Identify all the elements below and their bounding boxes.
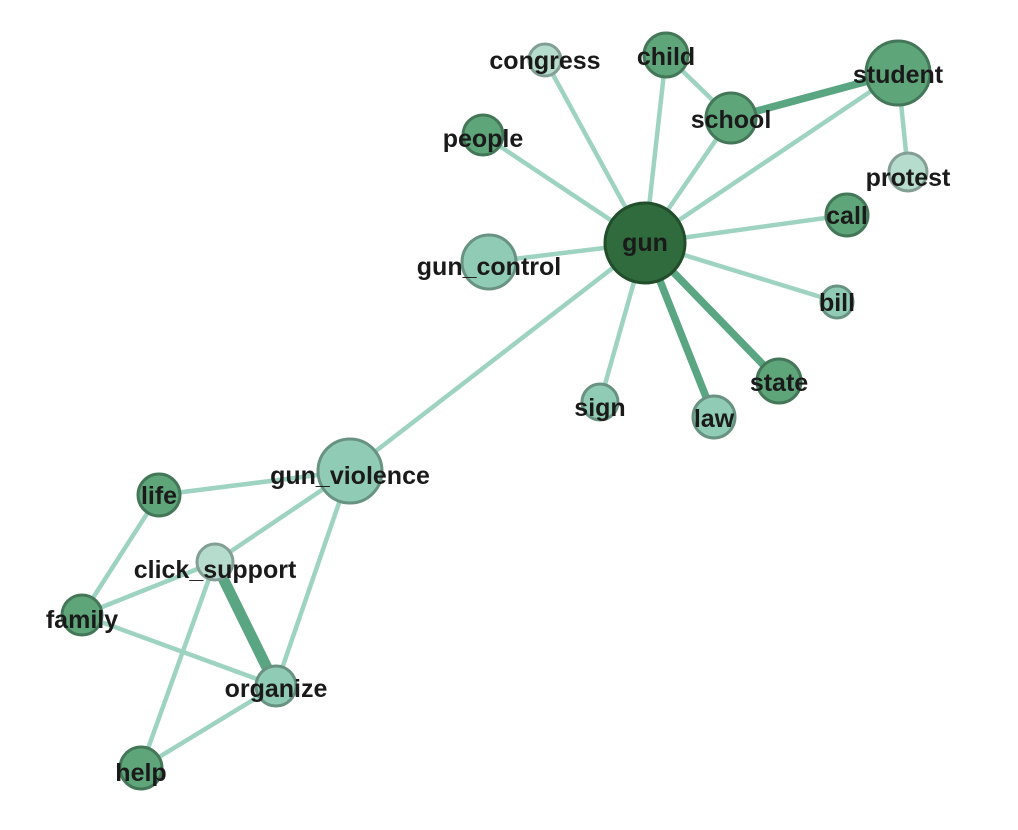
edge-click_support-family [79,559,218,618]
edge-click_support-help [138,559,218,771]
node-label-sign: sign [574,394,625,422]
node-call[interactable] [824,192,870,238]
node-organize[interactable] [254,664,298,708]
node-label-life: life [141,482,177,510]
edge-gun-gun_violence [347,240,648,474]
node-label-law: law [694,405,735,433]
node-label-gun: gun [622,229,668,257]
node-help[interactable] [118,745,164,791]
node-student[interactable] [864,39,932,107]
node-law[interactable] [691,394,737,440]
edge-family-organize [79,612,279,689]
node-bill[interactable] [819,284,855,320]
edge-life-family [79,492,162,618]
node-gun[interactable] [603,201,687,285]
node-child[interactable] [642,31,690,79]
node-label-congress: congress [489,47,600,75]
node-label-gun-violence: gun_violence [270,462,430,490]
node-label-gun-control: gun_control [417,253,561,281]
node-family[interactable] [60,593,104,637]
node-protest[interactable] [887,151,929,193]
node-click-support[interactable] [195,542,235,582]
edge-organize-help [138,683,279,771]
edge-gun-student [642,70,901,246]
node-label-people: people [443,125,524,153]
node-label-call: call [826,202,868,230]
node-gun-control[interactable] [460,233,518,291]
node-congress[interactable] [527,42,563,78]
node-people[interactable] [461,113,505,157]
node-label-help: help [115,759,166,787]
node-life[interactable] [136,472,182,518]
labels-layer: gun student school child congress people prote… [46,43,951,787]
node-label-state: state [750,369,808,397]
node-label-click-support: click_support [134,556,297,584]
node-label-child: child [637,43,695,71]
node-label-student: student [853,61,944,89]
node-sign[interactable] [580,382,620,422]
node-label-school: school [691,106,772,134]
node-label-organize: organize [225,675,328,703]
node-label-bill: bill [819,289,855,317]
nodes-layer [60,31,932,791]
node-school[interactable] [704,91,758,145]
edges-layer [79,52,911,771]
node-gun-violence[interactable] [316,437,384,505]
node-label-family: family [46,606,118,634]
node-state[interactable] [755,357,803,405]
node-label-protest: protest [866,164,951,192]
edge-gun_violence-organize [273,468,353,689]
edge-click_support-organize [209,556,282,692]
